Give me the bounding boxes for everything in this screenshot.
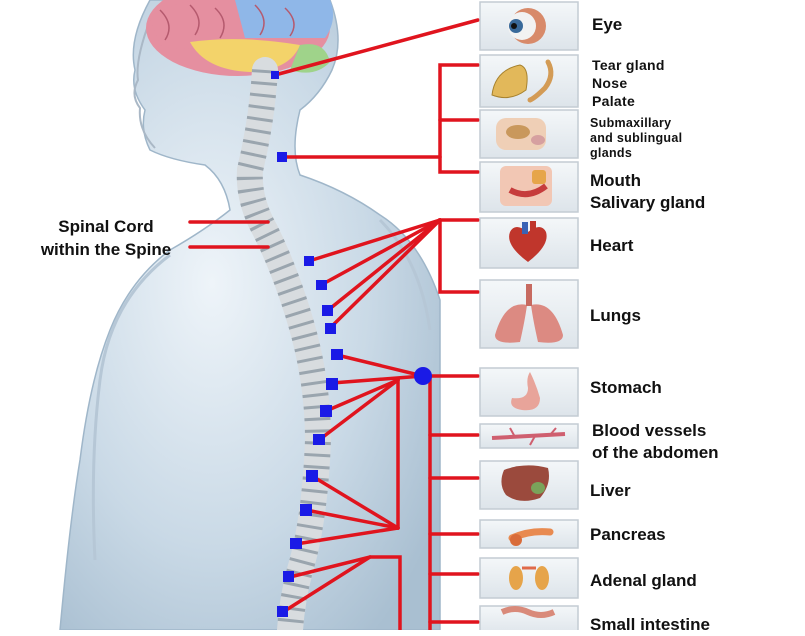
nerve-node <box>322 305 333 316</box>
nerve-nodes <box>271 71 432 617</box>
nerve-node <box>271 71 279 79</box>
ganglion-node <box>414 367 432 385</box>
nerve-node <box>331 349 343 360</box>
blood-vessel-icon <box>491 427 566 446</box>
human-body <box>59 0 441 630</box>
organ-label-intestine: Small intestine <box>590 615 710 634</box>
nerve-node <box>300 504 312 516</box>
lungs-icon <box>495 284 563 343</box>
organ-label-eye: Eye <box>592 15 623 34</box>
nerve-node <box>325 323 336 334</box>
organ-label-stomach: Stomach <box>590 378 662 397</box>
eye-icon <box>508 8 546 44</box>
organ-label-liver: Liver <box>590 481 631 500</box>
stomach-icon <box>511 372 540 411</box>
liver-icon <box>501 465 549 501</box>
organ-label-adrenal: Adenal gland <box>590 571 697 590</box>
nerve-node <box>283 571 294 582</box>
spinal-cord-label-line1: Spinal Cord <box>58 217 154 236</box>
nerve-node <box>277 152 287 162</box>
spinal-cord-label: Spinal Cord within the Spine <box>18 215 194 261</box>
organ-label-mouth: Mouth Salivary gland <box>590 171 706 212</box>
nerve-node <box>306 470 318 482</box>
mouth-icon <box>500 166 552 206</box>
brain-illustration <box>146 0 334 76</box>
spine <box>236 57 332 630</box>
organ-panel-adrenal <box>479 557 579 599</box>
adrenal-gland-icon <box>509 566 549 590</box>
organ-label-submax: Submaxillary and sublingual glands <box>590 116 683 160</box>
nerve-node <box>326 378 338 390</box>
nerve-node <box>304 256 314 266</box>
nerve-node <box>290 538 302 549</box>
nerve-node <box>313 434 325 445</box>
organ-label-lungs: Lungs <box>590 306 641 325</box>
pancreas-icon <box>508 528 554 546</box>
nerve-node <box>320 405 332 417</box>
organ-label-heart: Heart <box>590 236 634 255</box>
submaxillary-gland-icon <box>496 118 546 150</box>
small-intestine-icon <box>500 606 556 618</box>
nerve-node <box>277 606 288 617</box>
heart-icon <box>509 221 547 262</box>
spinal-cord-label-line2: within the Spine <box>40 240 172 259</box>
organ-label-pancreas: Pancreas <box>590 525 666 544</box>
organ-label-tear: Tear gland Nose Palate <box>592 57 665 109</box>
organ-label-vessels: Blood vessels of the abdomen <box>592 421 719 462</box>
nerve-node <box>316 280 327 290</box>
connector-lines <box>188 18 480 630</box>
tear-gland-icon <box>491 59 554 103</box>
